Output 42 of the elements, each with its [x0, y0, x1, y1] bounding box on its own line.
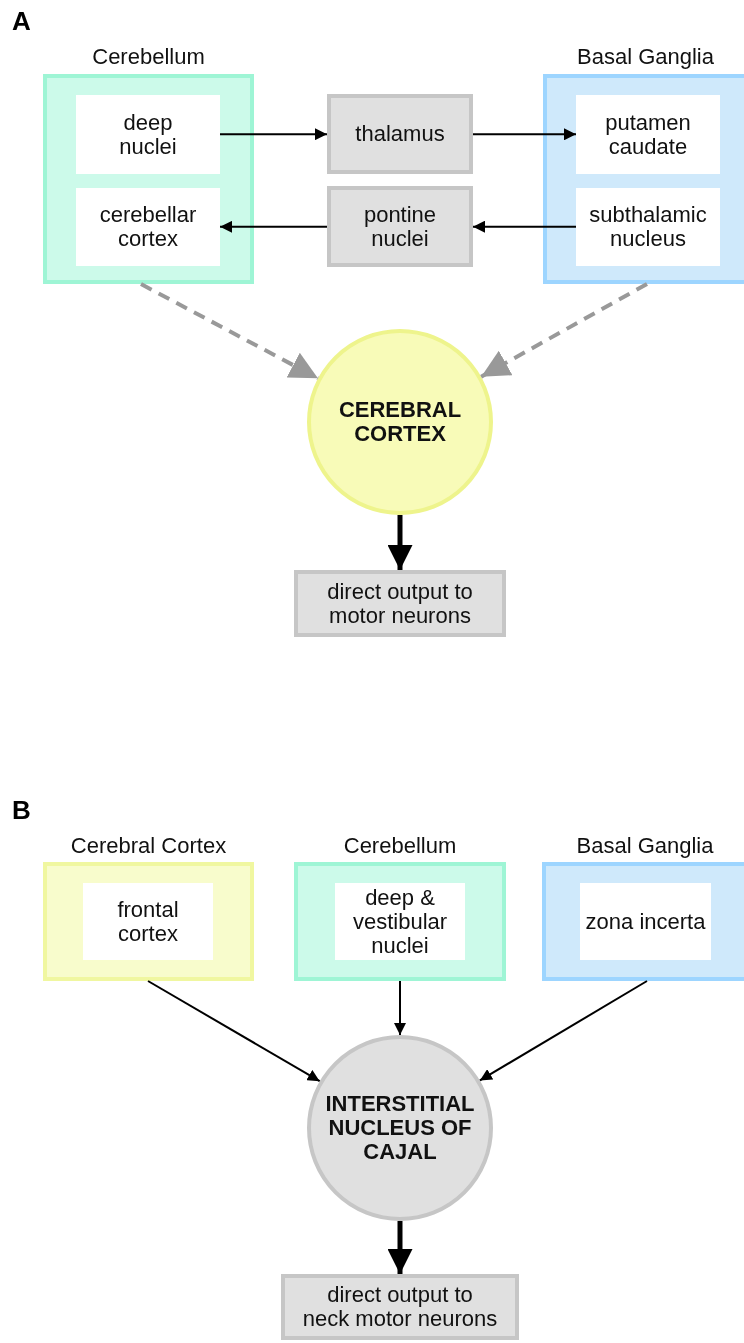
process-box [327, 186, 473, 267]
node-label: deep & vestibular nuclei [351, 885, 449, 958]
region-heading: Basal Ganglia [575, 833, 715, 859]
node-label: frontal cortex [116, 897, 180, 946]
node-label: INTERSTITIAL NUCLEUS OF CAJAL [324, 1092, 476, 1164]
region-heading: Cerebellum [91, 44, 206, 70]
process-box [294, 570, 506, 637]
node-label: direct output to motor neurons [326, 579, 474, 628]
arrow [219, 128, 328, 141]
process-box [281, 1274, 519, 1340]
panel-letter: B [12, 795, 31, 825]
node-label: direct output to neck motor neurons [301, 1283, 499, 1331]
panel-letter: A [12, 6, 31, 36]
region-heading: Basal Ganglia [576, 44, 715, 70]
arrow [147, 980, 321, 1083]
arrow [387, 1221, 413, 1274]
region-heading: Cerebral Cortex [69, 833, 228, 859]
dashed-arrow [480, 282, 648, 379]
structure-box [576, 188, 720, 266]
arrow [472, 220, 577, 233]
node-label: deep nuclei [118, 110, 178, 159]
structure-box [83, 883, 213, 960]
arrow [478, 980, 648, 1082]
process-box [327, 94, 473, 174]
node-label: thalamus [354, 122, 446, 146]
arrow [219, 220, 328, 233]
structure-box [580, 883, 711, 960]
arrow [394, 980, 406, 1036]
arrow [472, 128, 577, 141]
structure-box [76, 95, 220, 174]
dashed-arrow [140, 282, 319, 381]
node-label: CEREBRAL CORTEX [337, 398, 463, 446]
node-label: cerebellar cortex [98, 203, 198, 251]
structure-box [76, 188, 220, 266]
node-label: zona incerta [584, 909, 707, 934]
region-heading: Cerebellum [342, 833, 458, 859]
node-label: pontine nuclei [362, 202, 438, 251]
node-label: putamen caudate [604, 110, 692, 159]
arrow [387, 515, 413, 570]
structure-box [576, 95, 720, 174]
structure-box [335, 883, 465, 960]
node-label: subthalamic nucleus [588, 203, 708, 251]
